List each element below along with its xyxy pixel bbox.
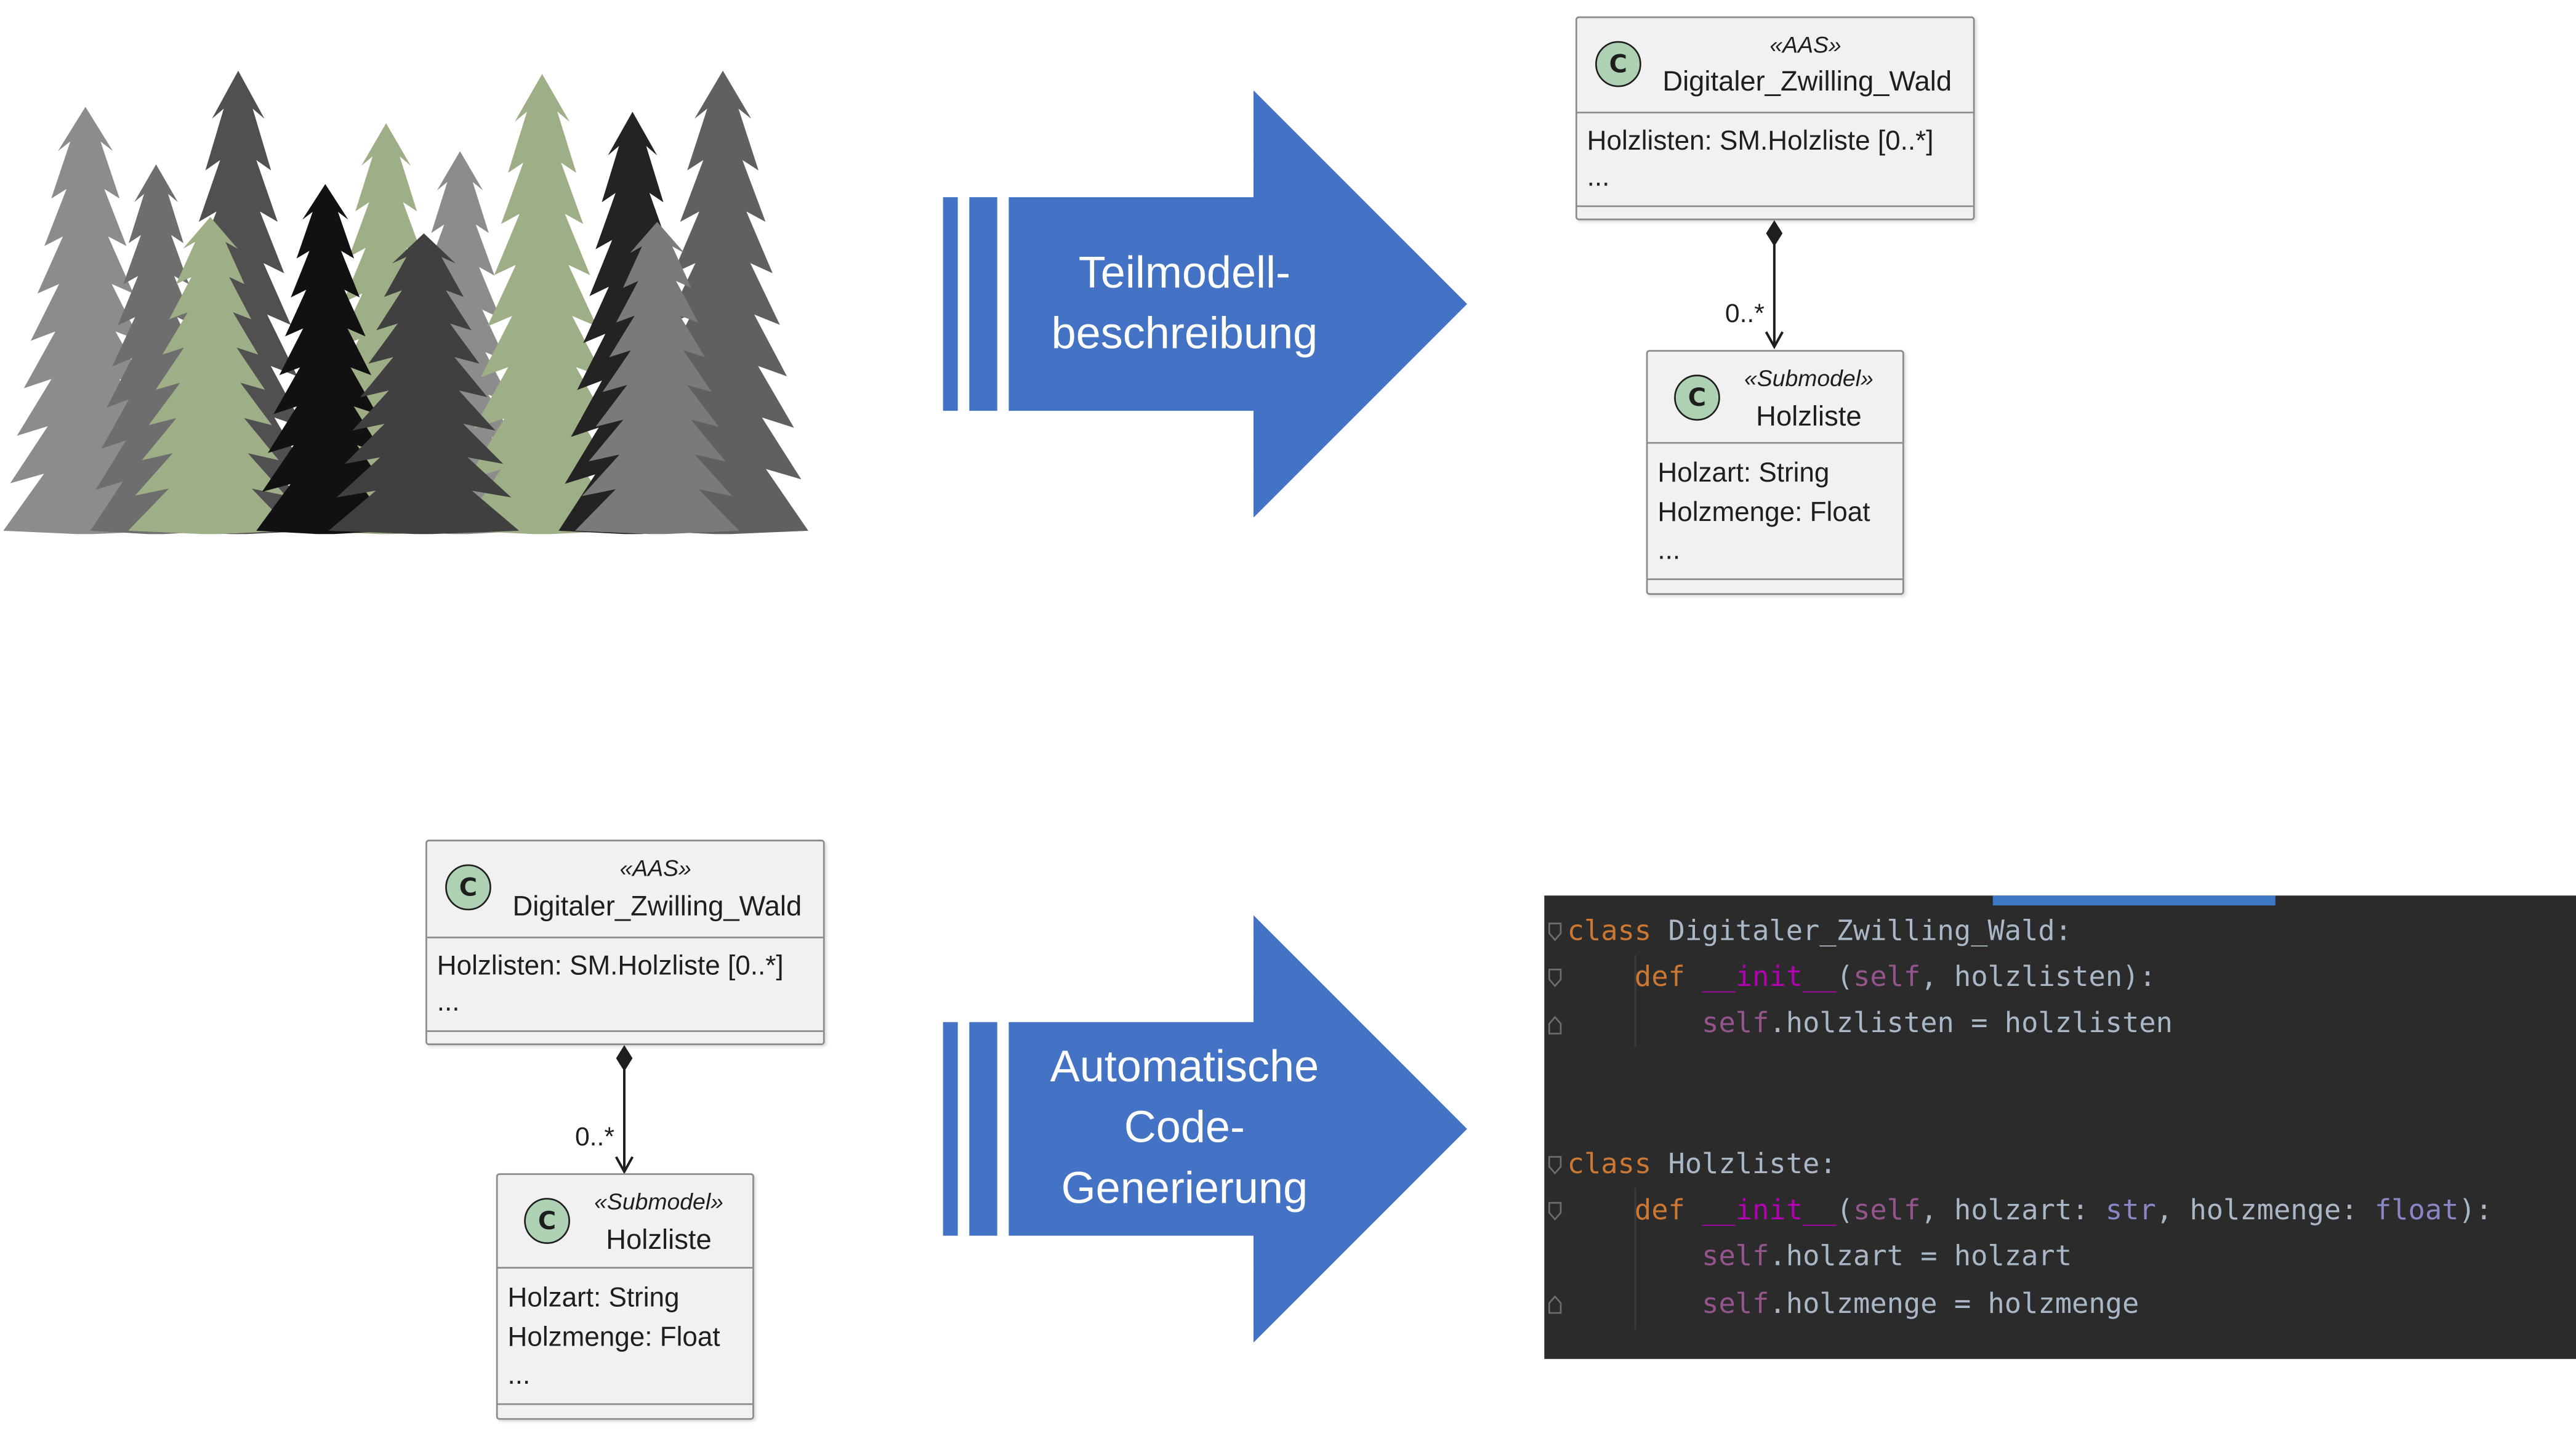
arrow-bottom-label-line1: Automatische — [1050, 1041, 1319, 1091]
arrow-bottom-label: Automatische Code- Generierung — [1005, 1037, 1364, 1219]
composition-connector-bottom — [614, 1045, 634, 1174]
tree-shape — [574, 222, 739, 535]
composition-connector-top — [1765, 220, 1784, 350]
fold-end-icon — [1548, 1295, 1562, 1314]
arrow-top-label-line2: beschreibung — [1051, 309, 1318, 358]
submodel-attribute-ellipsis: ... — [507, 1360, 531, 1391]
submodel-class-box-bottom: C «Submodel» Holzliste Holzart: String H… — [496, 1173, 754, 1420]
aas-attribute: Holzlisten: SM.Holzliste [0..*] — [437, 951, 784, 982]
submodel-stereotype: «Submodel» — [594, 1188, 723, 1214]
class-icon: C — [1674, 374, 1720, 421]
code-line-2: def __init__(self, holzlisten): — [1634, 961, 2156, 995]
fold-icon — [1548, 1156, 1562, 1175]
aas-class-name: Digitaler_Zwilling_Wald — [1662, 65, 1952, 97]
aas-class-name: Digitaler_Zwilling_Wald — [512, 890, 802, 922]
indent-guide — [1635, 955, 1636, 1047]
submodel-attribute-holzmenge: Holzmenge: Float — [1657, 498, 1870, 528]
code-line-5: class Holzliste: — [1567, 1148, 1837, 1182]
tree-shape — [90, 164, 222, 535]
code-editor-panel: class Digitaler_Zwilling_Wald: def __ini… — [1544, 895, 2576, 1359]
submodel-attribute-holzart: Holzart: String — [1657, 458, 1830, 488]
code-line-6: def __init__(self, holzart: str, holzmen… — [1634, 1194, 2493, 1228]
submodel-attribute-holzmenge: Holzmenge: Float — [507, 1323, 720, 1353]
tree-shape — [128, 217, 292, 535]
aas-stereotype: «AAS» — [1769, 31, 1841, 58]
code-line-3: self.holzlisten = holzlisten — [1702, 1007, 2173, 1041]
fold-icon — [1548, 1201, 1562, 1221]
class-icon: C — [1595, 41, 1641, 87]
arrow-top — [943, 90, 1467, 518]
forest-icon — [3, 70, 808, 535]
arrow-top-label-line1: Teilmodell- — [1078, 248, 1291, 297]
submodel-attribute-ellipsis: ... — [1657, 535, 1681, 565]
arrow-top-label: Teilmodell- beschreibung — [1005, 243, 1364, 365]
submodel-attribute-holzart: Holzart: String — [507, 1283, 680, 1314]
tree-shape — [256, 184, 395, 535]
fold-icon — [1548, 969, 1562, 988]
class-icon: C — [524, 1198, 570, 1244]
tree-shape — [328, 233, 520, 535]
submodel-class-name: Holzliste — [606, 1224, 712, 1256]
aas-class-box-top: C «AAS» Digitaler_Zwilling_Wald Holzlist… — [1575, 16, 1975, 220]
code-line-7: self.holzart = holzart — [1702, 1240, 2072, 1274]
class-icon: C — [445, 864, 491, 911]
arrow-bottom — [943, 915, 1467, 1343]
multiplicity-label: 0..* — [574, 1124, 615, 1152]
editor-tab-indicator — [1992, 895, 2276, 906]
fold-icon — [1548, 922, 1562, 942]
aas-attribute: Holzlisten: SM.Holzliste [0..*] — [1587, 126, 1934, 156]
aas-attribute-ellipsis: ... — [1587, 163, 1610, 193]
code-line-1: class Digitaler_Zwilling_Wald: — [1567, 915, 2072, 948]
arrow-bottom-label-line3: Generierung — [1061, 1163, 1308, 1213]
indent-guide — [1635, 1188, 1636, 1330]
fold-end-icon — [1548, 1015, 1562, 1035]
multiplicity-label: 0..* — [1725, 301, 1765, 329]
code-line-8: self.holzmenge = holzmenge — [1702, 1288, 2139, 1322]
arrow-bottom-label-line2: Code- — [1124, 1102, 1246, 1152]
aas-stereotype: «AAS» — [619, 854, 691, 881]
aas-class-box-bottom: C «AAS» Digitaler_Zwilling_Wald Holzlist… — [425, 839, 825, 1046]
submodel-class-box-top: C «Submodel» Holzliste Holzart: String H… — [1646, 350, 1904, 595]
submodel-stereotype: «Submodel» — [1744, 365, 1874, 392]
aas-attribute-ellipsis: ... — [437, 987, 460, 1017]
submodel-class-name: Holzliste — [1756, 401, 1862, 432]
